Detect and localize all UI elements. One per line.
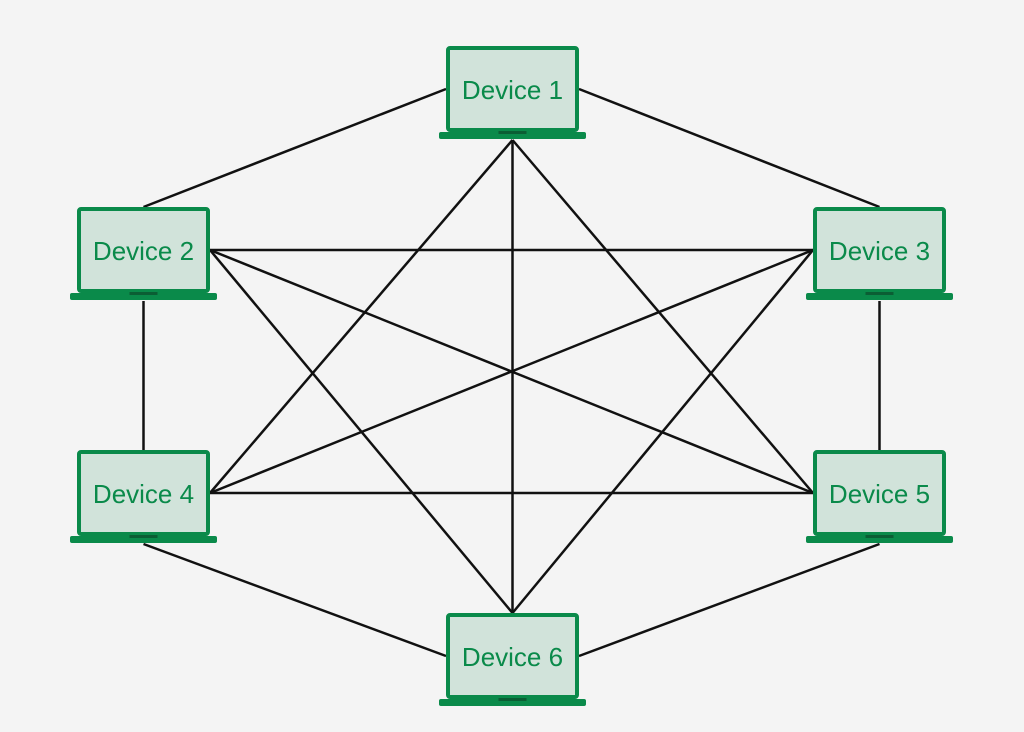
laptop-hinge-icon [129,535,158,538]
device-node-5: Device 5 [806,450,953,543]
laptop-base-icon [70,293,217,300]
laptop-base-icon [70,536,217,543]
device-label: Device 3 [829,236,930,266]
laptop-hinge-icon [865,535,894,538]
device-node-2: Device 2 [70,207,217,300]
laptop-base-icon [806,536,953,543]
laptop-base-icon [439,132,586,139]
connection-d1-d5 [511,139,814,494]
device-label: Device 5 [829,479,930,509]
device-label: Device 2 [93,236,194,266]
laptop-base-icon [806,293,953,300]
connection-d3-d4 [209,248,814,495]
device-label: Device 1 [462,75,563,105]
laptop-hinge-icon [129,292,158,295]
connection-d5-d6 [578,542,880,658]
laptop-screen-icon [446,613,579,699]
laptop-screen-icon [813,207,946,293]
device-nodes: Device 1 Device 2 Device 3 Device 4 Device 5… [70,46,953,706]
connection-d1-d4 [209,139,514,494]
laptop-hinge-icon [498,131,527,134]
connection-d1-d2 [143,87,447,209]
laptop-screen-icon [813,450,946,536]
device-node-3: Device 3 [806,207,953,300]
device-label: Device 4 [93,479,194,509]
laptop-screen-icon [77,207,210,293]
device-label: Device 6 [462,642,563,672]
connection-lines [142,87,881,658]
laptop-hinge-icon [498,698,527,701]
connection-d3-d6 [511,249,814,614]
laptop-screen-icon [446,46,579,132]
laptop-screen-icon [77,450,210,536]
laptop-base-icon [439,699,586,706]
device-node-4: Device 4 [70,450,217,543]
laptop-hinge-icon [865,292,894,295]
connection-d1-d3 [578,87,880,209]
device-node-1: Device 1 [439,46,586,139]
device-node-6: Device 6 [439,613,586,706]
connection-d4-d6 [143,542,447,658]
